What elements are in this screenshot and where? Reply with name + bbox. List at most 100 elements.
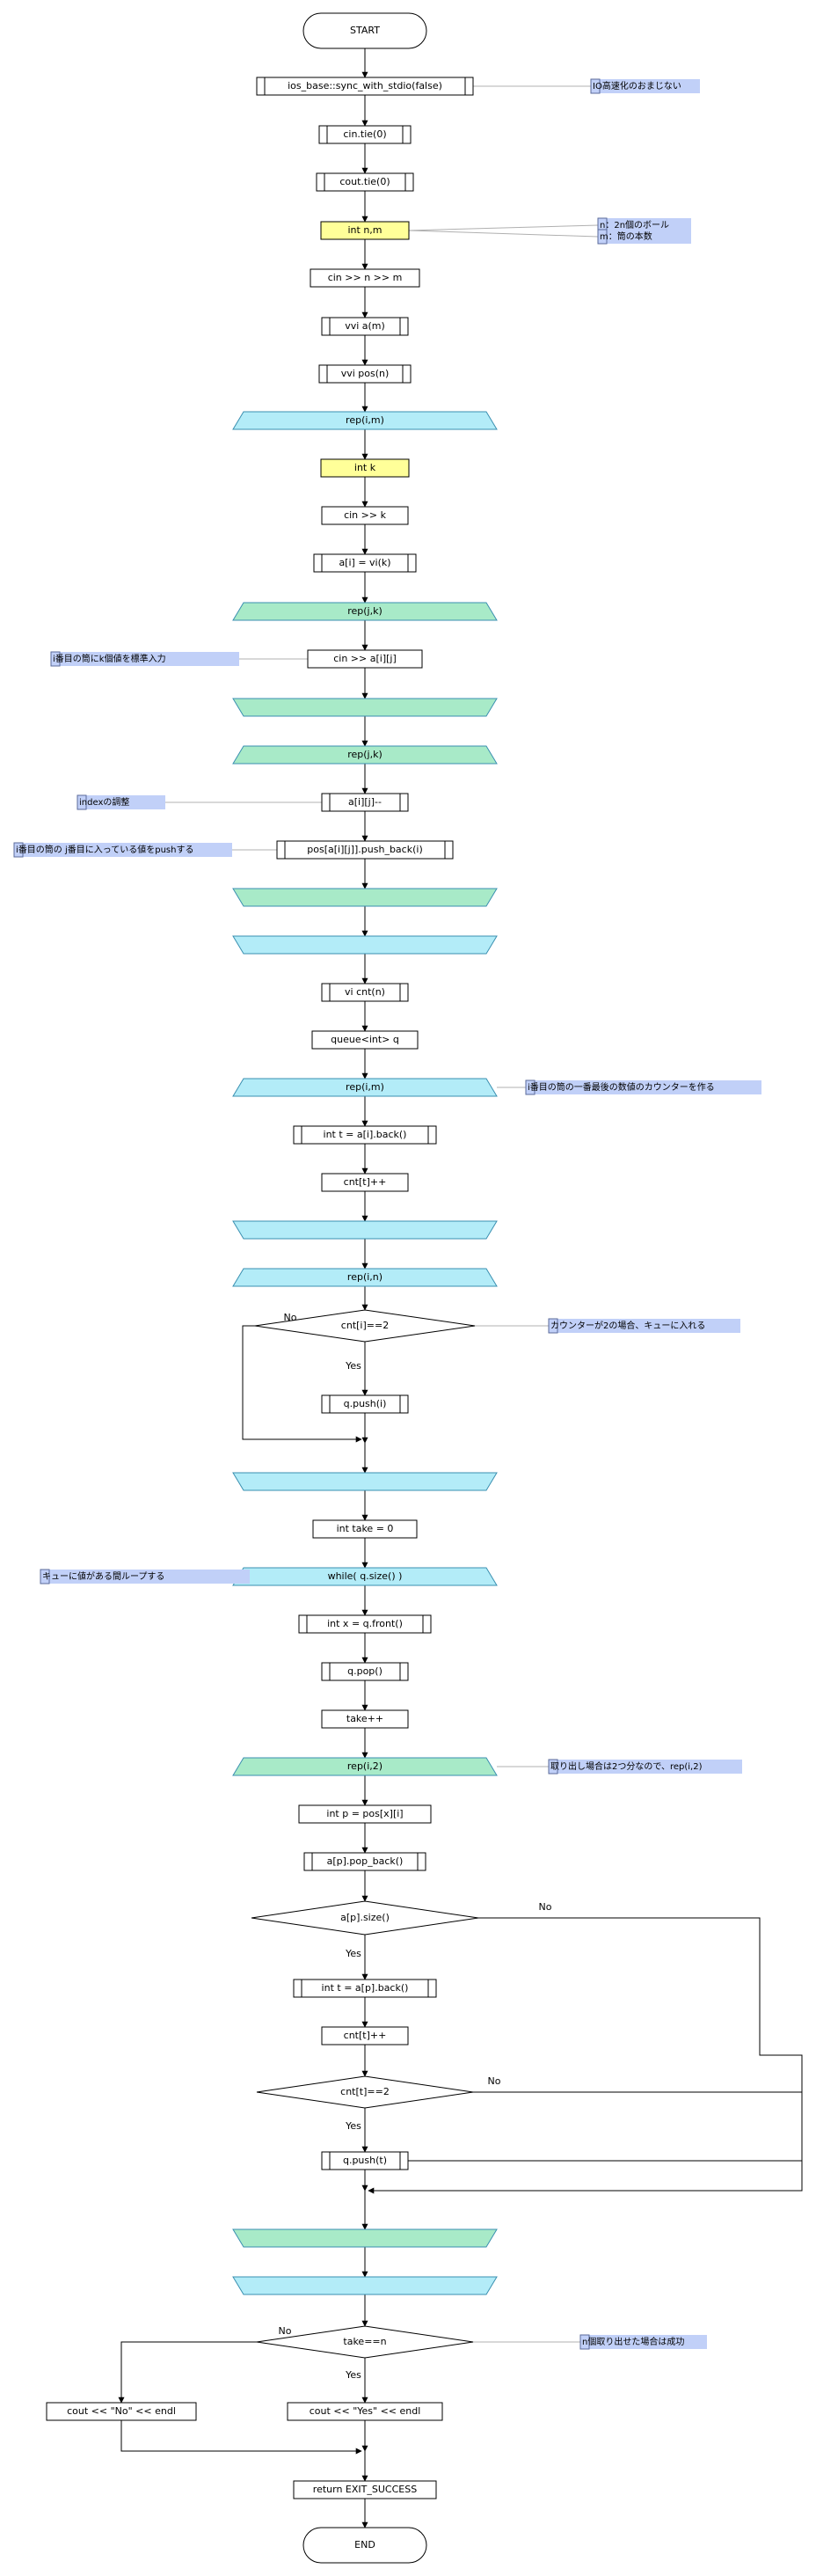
- ap-pop-box-label: a[p].pop_back(): [327, 1855, 404, 1867]
- label-no-ap-size: No: [539, 1901, 552, 1913]
- loop-rep-i-2-label: rep(i,2): [347, 1760, 382, 1772]
- ai-vi-box: a[i] = vi(k): [313, 553, 417, 573]
- int-p-box: int p = pos[x][i]: [298, 1804, 432, 1824]
- loop-rep-j-k-1-label: rep(j,k): [347, 605, 382, 617]
- end-terminal-label: END: [354, 2539, 375, 2550]
- q-push-i-box-label: q.push(i): [344, 1398, 387, 1409]
- no-branch-ap-size: [368, 1917, 803, 2194]
- loop-rep-i-2: rep(i,2): [232, 1757, 498, 1776]
- end-terminal: END: [302, 2527, 427, 2564]
- q-push-t-box: q.push(t): [321, 2151, 409, 2170]
- note-nm-1: n：2n個のボール: [597, 217, 691, 233]
- sync-stdio-box-label: ios_base::sync_with_stdio(false): [288, 80, 442, 91]
- cin-tie-box: cin.tie(0): [318, 125, 412, 144]
- no-branch-take: [118, 2341, 257, 2404]
- label-yes-cnt-t: Yes: [345, 2120, 361, 2132]
- cin-aij-box: cin >> a[i][j]: [307, 649, 423, 669]
- vvi-a-box: vvi a(m): [321, 317, 409, 336]
- note-cnt-text: カウンターが2の場合、キューに入れる: [550, 1320, 705, 1331]
- int-t-ap-box: int t = a[p].back(): [293, 1979, 437, 1998]
- loop-rep-j-k-2-label: rep(j,k): [347, 749, 382, 760]
- queue-q-box: queue<int> q: [311, 1030, 419, 1050]
- decision-cnt-i-2-label: cnt[i]==2: [341, 1320, 389, 1331]
- note-take: n個取り出せた場合は成功: [579, 2334, 707, 2350]
- decision-take-n: take==n: [256, 2325, 474, 2359]
- note-nm-2-leader: [408, 230, 599, 238]
- note-rep2-text: 取り出し場合は2つ分なので、rep(i,2): [550, 1760, 703, 1772]
- cin-tie-box-label: cin.tie(0): [343, 128, 386, 140]
- ai-vi-box-label: a[i] = vi(k): [339, 557, 390, 568]
- cout-no-merge: [120, 2420, 362, 2455]
- loop-rep-i-n-end: [232, 1472, 498, 1491]
- note-while: キューに値がある間ループする: [40, 1569, 250, 1584]
- int-k-box: int k: [320, 458, 410, 478]
- loop-rep-j-k-2: rep(j,k): [232, 745, 498, 765]
- take-inc-box-label: take++: [346, 1713, 383, 1724]
- int-p-box-label: int p = pos[x][i]: [326, 1808, 403, 1819]
- loop-while-end: [232, 2276, 498, 2295]
- decision-cnt-t-2: cnt[t]==2: [256, 2075, 474, 2109]
- label-yes-take: Yes: [345, 2369, 361, 2381]
- label-no-take: No: [279, 2325, 292, 2337]
- sync-stdio-box: ios_base::sync_with_stdio(false): [256, 77, 474, 96]
- loop-rep-i-m-2-label: rep(i,m): [346, 1081, 384, 1093]
- int-t-back-box: int t = a[i].back(): [293, 1125, 437, 1145]
- decision-ap-size: a[p].size(): [251, 1900, 479, 1936]
- cnt-t-inc2-box: cnt[t]++: [321, 2026, 409, 2045]
- queue-q-box-label: queue<int> q: [331, 1034, 399, 1045]
- loop-rep-i-m: rep(i,m): [232, 411, 498, 430]
- q-push-i-box: q.push(i): [321, 1394, 409, 1414]
- int-take-box-label: int take = 0: [337, 1523, 394, 1534]
- int-k-box-label: int k: [354, 462, 376, 473]
- cin-k-box: cin >> k: [321, 506, 409, 525]
- label-no-cnt-t: No: [488, 2075, 501, 2087]
- note-nm-1-text: n：2n個のボール: [600, 219, 669, 231]
- note-index-adjust: indexの調整: [76, 794, 165, 810]
- label-yes-cnt-i: Yes: [345, 1360, 361, 1372]
- loop-rep-i-m-label: rep(i,m): [346, 414, 384, 426]
- int-nm-box-label: int n,m: [347, 224, 382, 236]
- cnt-t-inc2-box-label: cnt[t]++: [344, 2030, 387, 2041]
- note-counter: i番目の筒の一番最後の数値のカウンターを作る: [525, 1079, 761, 1095]
- decision-cnt-i-2: cnt[i]==2: [254, 1309, 476, 1343]
- loop-rep-i-m-2: rep(i,m): [232, 1078, 498, 1097]
- note-io-text: IO高速化のおまじない: [593, 80, 681, 91]
- vvi-pos-box-label: vvi pos(n): [341, 368, 390, 379]
- note-input-balls-text: i番目の筒にk個値を標準入力: [53, 653, 166, 664]
- note-index-adjust-text: indexの調整: [79, 796, 129, 808]
- cin-nm-box: cin >> n >> m: [310, 268, 420, 288]
- loop-rep-j-k-2-end: [232, 888, 498, 907]
- q-push-t-box-label: q.push(t): [343, 2155, 387, 2166]
- int-nm-box: int n,m: [320, 221, 410, 240]
- note-io: IO高速化のおまじない: [590, 78, 700, 94]
- label-no-cnt-i: No: [284, 1312, 297, 1323]
- note-counter-text: i番目の筒の一番最後の数値のカウンターを作る: [528, 1081, 715, 1093]
- cin-nm-box-label: cin >> n >> m: [328, 272, 403, 283]
- int-take-box: int take = 0: [312, 1519, 418, 1539]
- vvi-a-box-label: vvi a(m): [345, 320, 385, 332]
- q-pop-box: q.pop(): [321, 1662, 409, 1681]
- note-while-text: キューに値がある間ループする: [42, 1570, 164, 1582]
- note-pos-text: i番目の筒の j番目に入っている値をpushする: [16, 844, 193, 855]
- cout-tie-box-label: cout.tie(0): [339, 176, 390, 187]
- pos-push-box-label: pos[a[i][j]].push_back(i): [307, 844, 422, 855]
- aij-dec-box: a[i][j]--: [321, 793, 409, 812]
- note-input-balls: i番目の筒にk個値を標準入力: [50, 651, 239, 667]
- note-take-text: n個取り出せた場合は成功: [582, 2336, 684, 2347]
- vvi-pos-box: vvi pos(n): [318, 364, 412, 384]
- loop-while-q-label: while( q.size() ): [328, 1570, 403, 1582]
- ap-pop-box: a[p].pop_back(): [303, 1852, 426, 1871]
- cin-k-box-label: cin >> k: [344, 509, 387, 521]
- note-cnt: カウンターが2の場合、キューに入れる: [548, 1318, 740, 1334]
- label-yes-ap-size: Yes: [345, 1948, 361, 1959]
- aij-dec-box-label: a[i][j]--: [348, 796, 382, 808]
- no-branch-cnt-i: [242, 1325, 362, 1443]
- take-inc-box: take++: [321, 1709, 409, 1729]
- vi-cnt-box: vi cnt(n): [321, 983, 409, 1002]
- int-t-back-box-label: int t = a[i].back(): [324, 1129, 407, 1140]
- decision-take-n-label: take==n: [343, 2336, 386, 2347]
- cin-aij-box-label: cin >> a[i][j]: [333, 653, 397, 664]
- return-box: return EXIT_SUCCESS: [293, 2480, 437, 2499]
- int-x-box: int x = q.front(): [298, 1614, 432, 1634]
- loop-rep-i-m-2-end: [232, 1220, 498, 1240]
